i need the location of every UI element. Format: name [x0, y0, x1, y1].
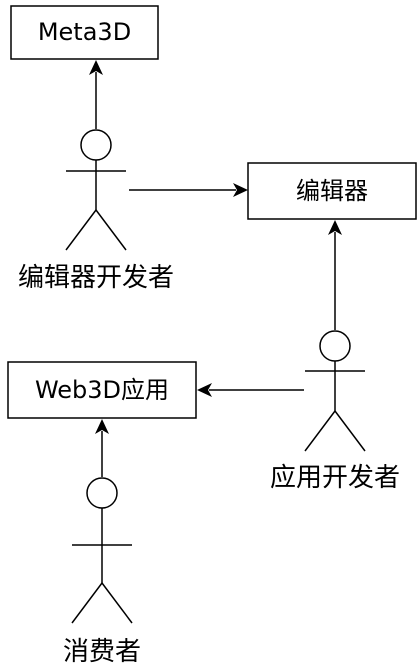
node-meta3d-label: Meta3D: [38, 18, 131, 46]
actor-left-leg: [304, 410, 336, 452]
node-meta3d[interactable]: Meta3D: [10, 5, 159, 60]
edge-consumer-to-web3d-app: [95, 419, 109, 477]
actor-left-leg: [65, 209, 97, 251]
actor-editor-developer[interactable]: 编辑器开发者: [18, 129, 174, 293]
actor-editor-developer-label: 编辑器开发者: [18, 263, 174, 293]
edge-editor-developer-to-meta3d: [89, 60, 103, 129]
actor-right-leg: [95, 209, 127, 251]
edge-editor-developer-to-editor: [129, 183, 248, 197]
arrowhead-icon: [197, 383, 212, 397]
node-editor-label: 编辑器: [296, 177, 368, 205]
actor-left-leg: [71, 582, 103, 624]
actor-head-icon: [319, 330, 351, 362]
edge-app-developer-to-editor: [328, 220, 342, 330]
actor-head-icon: [86, 477, 118, 509]
arrowhead-icon: [328, 220, 342, 235]
node-web3d-app[interactable]: Web3D应用: [7, 361, 197, 419]
actor-right-leg: [334, 410, 366, 452]
actor-consumer-label: 消费者: [63, 637, 141, 667]
actor-right-leg: [101, 582, 133, 624]
actor-head-icon: [80, 129, 112, 161]
arrowhead-icon: [95, 419, 109, 434]
actor-app-developer-label: 应用开发者: [270, 463, 400, 493]
node-editor[interactable]: 编辑器: [247, 162, 417, 220]
arrowhead-icon: [233, 183, 248, 197]
actor-consumer[interactable]: 消费者: [63, 477, 141, 667]
actor-app-developer[interactable]: 应用开发者: [270, 330, 400, 493]
node-web3d-app-label: Web3D应用: [35, 376, 169, 404]
arrowhead-icon: [89, 60, 103, 75]
edge-app-developer-to-web3d-app: [197, 383, 304, 397]
